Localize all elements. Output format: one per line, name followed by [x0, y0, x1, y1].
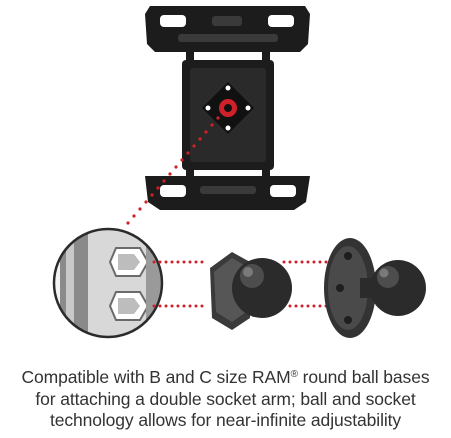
round-ball-base — [324, 238, 426, 338]
caption-line-2: for attaching a double socket arm; ball … — [35, 388, 416, 409]
product-illustration — [52, 6, 426, 339]
registered-mark: ® — [290, 369, 298, 380]
caption-line-3: technology allows for near-infinite adju… — [49, 410, 402, 430]
caption-line-1-end: round ball bases — [297, 367, 430, 387]
caption: Compatible with B and C size RAM® round … — [0, 364, 451, 432]
magnified-detail — [52, 227, 164, 339]
tablet-holder-cradle — [145, 6, 310, 210]
caption-line-1-start: Compatible with B and C size RAM — [21, 367, 291, 387]
leader-dots — [126, 116, 220, 225]
caption-line-1: Compatible with B and C size RAM® round … — [0, 364, 451, 389]
diamond-ball-base — [210, 252, 292, 330]
